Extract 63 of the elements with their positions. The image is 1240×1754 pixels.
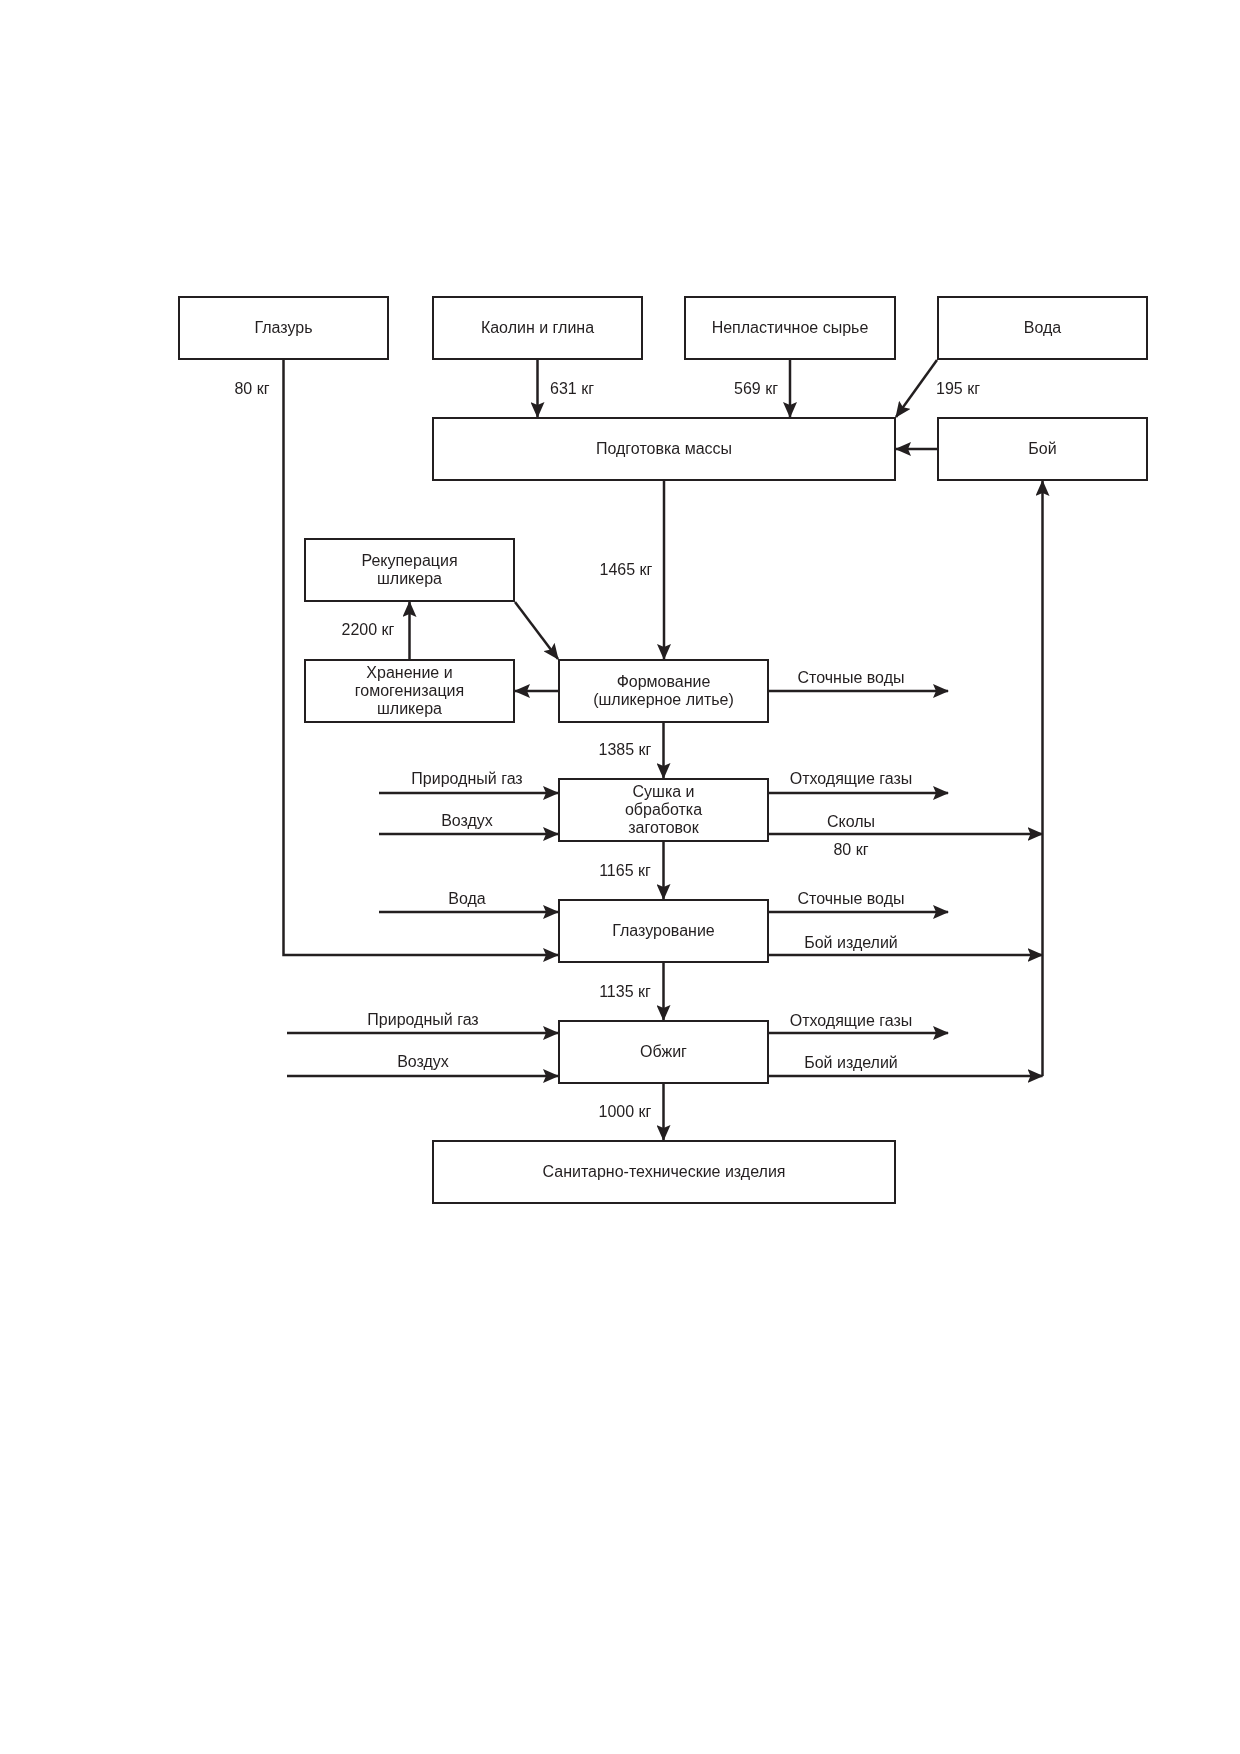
edge-label: Бой изделий	[802, 933, 900, 953]
arrow	[379, 786, 559, 800]
edge-label: Бой изделий	[802, 1053, 900, 1073]
process-label: Вода	[1023, 319, 1062, 337]
arrow	[769, 1026, 949, 1040]
process-box	[684, 296, 896, 360]
arrow	[656, 963, 671, 1021]
arrow	[656, 842, 671, 900]
process-label: Санитарно-технические изделия	[542, 1163, 786, 1181]
arrow	[287, 1069, 559, 1083]
arrow	[769, 827, 1044, 841]
process-label: Формование (шликерное литье)	[592, 673, 735, 709]
process-label: Непластичное сырье	[711, 319, 869, 337]
process-box	[558, 659, 769, 723]
process-label: Обжиг	[640, 1043, 687, 1061]
arrow	[656, 1084, 671, 1141]
arrow	[769, 1069, 1044, 1083]
process-label: Глазурование	[612, 922, 715, 940]
arrow	[769, 948, 1044, 962]
process-box	[558, 778, 769, 842]
process-label: Рекуперация шликера	[360, 552, 459, 588]
process-box	[937, 296, 1148, 360]
edge-label: Природный газ	[409, 769, 525, 789]
process-box	[304, 659, 515, 723]
arrow	[769, 684, 949, 698]
edge-label: Природный газ	[365, 1010, 481, 1030]
arrow	[379, 827, 559, 841]
arrow	[895, 442, 937, 456]
arrow	[282, 360, 559, 962]
process-label: Хранение и гомогенизация шликера	[353, 664, 466, 718]
edge-label: Отходящие газы	[787, 769, 915, 789]
arrow	[769, 786, 949, 800]
arrow	[530, 360, 545, 418]
process-box	[558, 899, 769, 963]
arrow	[895, 359, 938, 418]
arrow	[656, 723, 671, 779]
process-box	[432, 417, 896, 481]
process-box	[432, 296, 643, 360]
process-box	[178, 296, 389, 360]
edge-label: Воздух	[439, 811, 495, 831]
arrow	[287, 1026, 559, 1040]
process-box	[432, 1140, 896, 1204]
arrow	[514, 684, 558, 698]
process-label: Сушка и обработка заготовок	[623, 783, 704, 837]
arrow	[402, 601, 417, 659]
process-label: Каолин и глина	[480, 319, 595, 337]
arrow	[1035, 480, 1050, 1076]
arrow	[514, 601, 559, 660]
edge-label: Вода	[446, 889, 488, 909]
arrow	[769, 905, 949, 919]
arrow	[379, 905, 559, 919]
edge-label: Сточные воды	[795, 668, 907, 688]
process-box	[937, 417, 1148, 481]
arrow	[783, 360, 797, 418]
process-box	[304, 538, 515, 602]
edge-label: Воздух	[395, 1052, 451, 1072]
process-label: Подготовка массы	[595, 440, 733, 458]
arrow	[657, 481, 671, 660]
edge-label: Отходящие газы	[787, 1011, 915, 1031]
edge-label: Сточные воды	[795, 889, 907, 909]
process-label: Бой	[1028, 440, 1057, 458]
process-label: Глазурь	[254, 319, 313, 337]
process-box	[558, 1020, 769, 1084]
